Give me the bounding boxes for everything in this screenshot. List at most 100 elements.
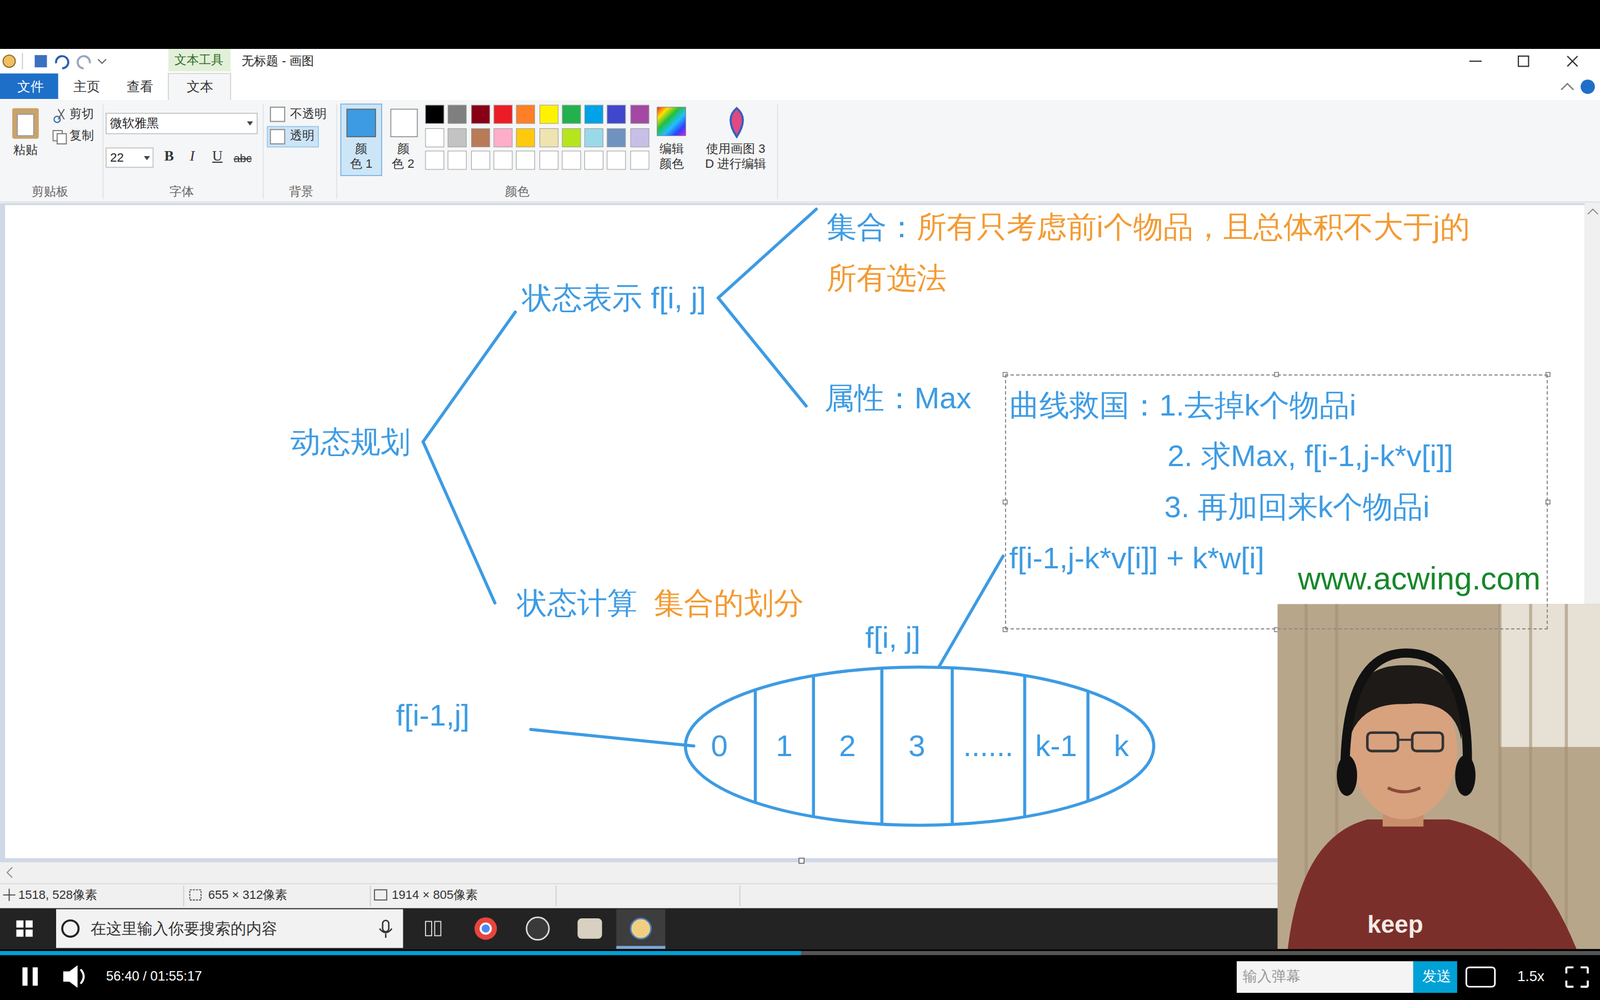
color-picker [730,108,743,137]
partition-cell: k [1087,665,1155,827]
state-computation: 状态计算集合的划分 [517,582,804,624]
color-picker [630,151,649,170]
taskbar [25,920,33,928]
color-picker [425,128,444,147]
window-title: 无标题 - 画图 [241,53,314,69]
node-text: 属性：Max [824,381,972,415]
selection-handles [1546,500,1550,504]
title-bar [1567,56,1578,67]
color-picker [425,151,444,170]
node-subtext: 集合的划分 [653,586,804,620]
partition-cell: ...... [952,665,1025,827]
node-text: 3 [908,725,925,767]
canvas-area [798,858,804,864]
partition-cell: 1 [755,665,814,827]
font-name: 微软雅黑 [110,116,159,131]
webcam-overlay [1336,755,1358,796]
button-label: 透明 [290,128,315,143]
previous-state: f[i-1,j] [396,695,470,736]
button-label: 颜 色 1 [347,141,375,172]
taskbar [62,920,79,937]
connector-line [938,556,1004,668]
ribbon-panel [246,121,253,126]
ribbon-tabs [1580,79,1595,94]
root-topic: 动态规划 [290,421,411,463]
ribbon-panel [267,126,319,148]
send-button: 发送 [1422,967,1452,985]
color-picker [425,105,444,124]
danmaku-placeholder: 输入弹幕 [1242,967,1301,985]
color-picker [657,107,686,136]
color-picker [471,128,490,147]
status-bar [183,885,185,907]
taskbar [474,917,497,940]
ribbon-panel [777,103,779,199]
ribbon-panel [270,107,285,122]
search-placeholder: 在这里输入你要搜索的内容 [90,919,278,938]
node-subtext: f[i-1,j-k*v[i]] + k*w[i] [1009,537,1265,579]
status-bar [370,885,372,907]
color-picker [607,151,626,170]
partition-divider [1086,691,1090,802]
ellipse-outline [685,666,1154,825]
color-picker [425,105,649,170]
color-picker [562,105,581,124]
color-picker [340,103,743,176]
node-text: 状态表示 f[i, j] [522,281,706,315]
node-subtext: 3. 再加回来k个物品i [1164,486,1430,528]
ribbon-tabs [0,73,59,99]
partition-cell: 3 [881,665,953,827]
italic-button: I [190,147,195,165]
partition-cell: 2 [813,665,882,827]
color-picker [346,109,375,138]
status-bar [190,890,202,900]
webcam-overlay [1412,732,1443,752]
node-text: 1 [775,725,793,767]
ribbon-panel [58,109,65,120]
webcam-overlay [1277,603,1600,949]
ribbon-panel [336,103,338,199]
taskbar [480,923,491,934]
color-picker [447,151,467,170]
color-picker [447,105,467,124]
partition-divider [753,689,757,803]
color-picker [540,128,559,147]
color-picker [584,105,603,124]
ribbon-panel [262,103,264,199]
title-bar [0,48,1600,74]
button-label: 复制 [69,128,94,143]
property-node: 属性：Max [824,377,972,419]
selection-handles [1003,372,1550,632]
group-label: 颜色 [505,184,530,199]
status-bar [3,888,16,902]
partition-divider [1022,675,1027,817]
color-picker [390,109,418,138]
shirt-logo: keep [1367,910,1423,940]
ribbon-panel [270,129,285,144]
node-text: 动态规划 [290,425,411,459]
letterbox-bar [0,0,1600,49]
color-picker [562,128,581,147]
ribbon-panel [0,201,1600,203]
video-controls [1566,967,1588,987]
taskbar [16,929,24,937]
set-definition: 集合：所有只考虑前i个物品，且总体积不大于j的 所有选法 [826,201,1480,304]
button-label: 使用画图 3 D 进行编辑 [702,141,770,172]
node-text: 集合： [826,210,917,244]
node-text: f[i-1,j] [396,698,470,732]
title-bar [1469,60,1482,62]
color-picker [562,151,581,170]
taskbar [616,946,665,950]
speed-label: 1.5x [1517,967,1545,985]
color-picker [516,128,535,147]
video-controls [1413,961,1458,993]
title-bar [56,56,69,69]
title-bar [77,56,90,69]
webcam-overlay [1455,755,1476,796]
taskbar [379,928,392,938]
group-label: 剪贴板 [31,184,69,199]
video-time: 56:40 / 01:55:17 [106,968,202,985]
partition-divider [880,667,884,824]
color-picker [540,151,559,170]
